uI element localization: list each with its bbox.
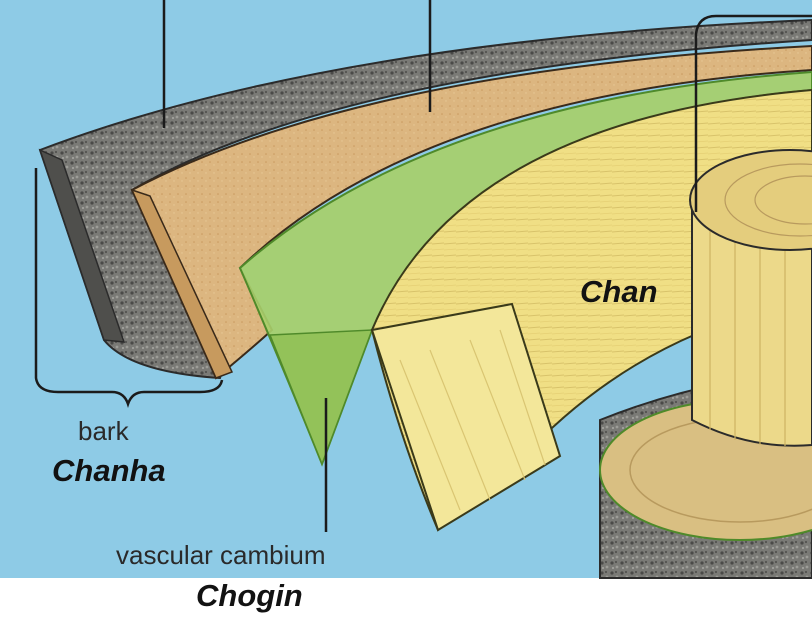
vascular-cambium-label: vascular cambium: [116, 542, 326, 568]
bark-label: bark: [78, 418, 129, 444]
vascular-cambium-term-label: Chogin: [196, 580, 303, 611]
heartwood-term-label: Chan: [580, 276, 658, 307]
bark-term-label: Chanha: [52, 455, 166, 486]
